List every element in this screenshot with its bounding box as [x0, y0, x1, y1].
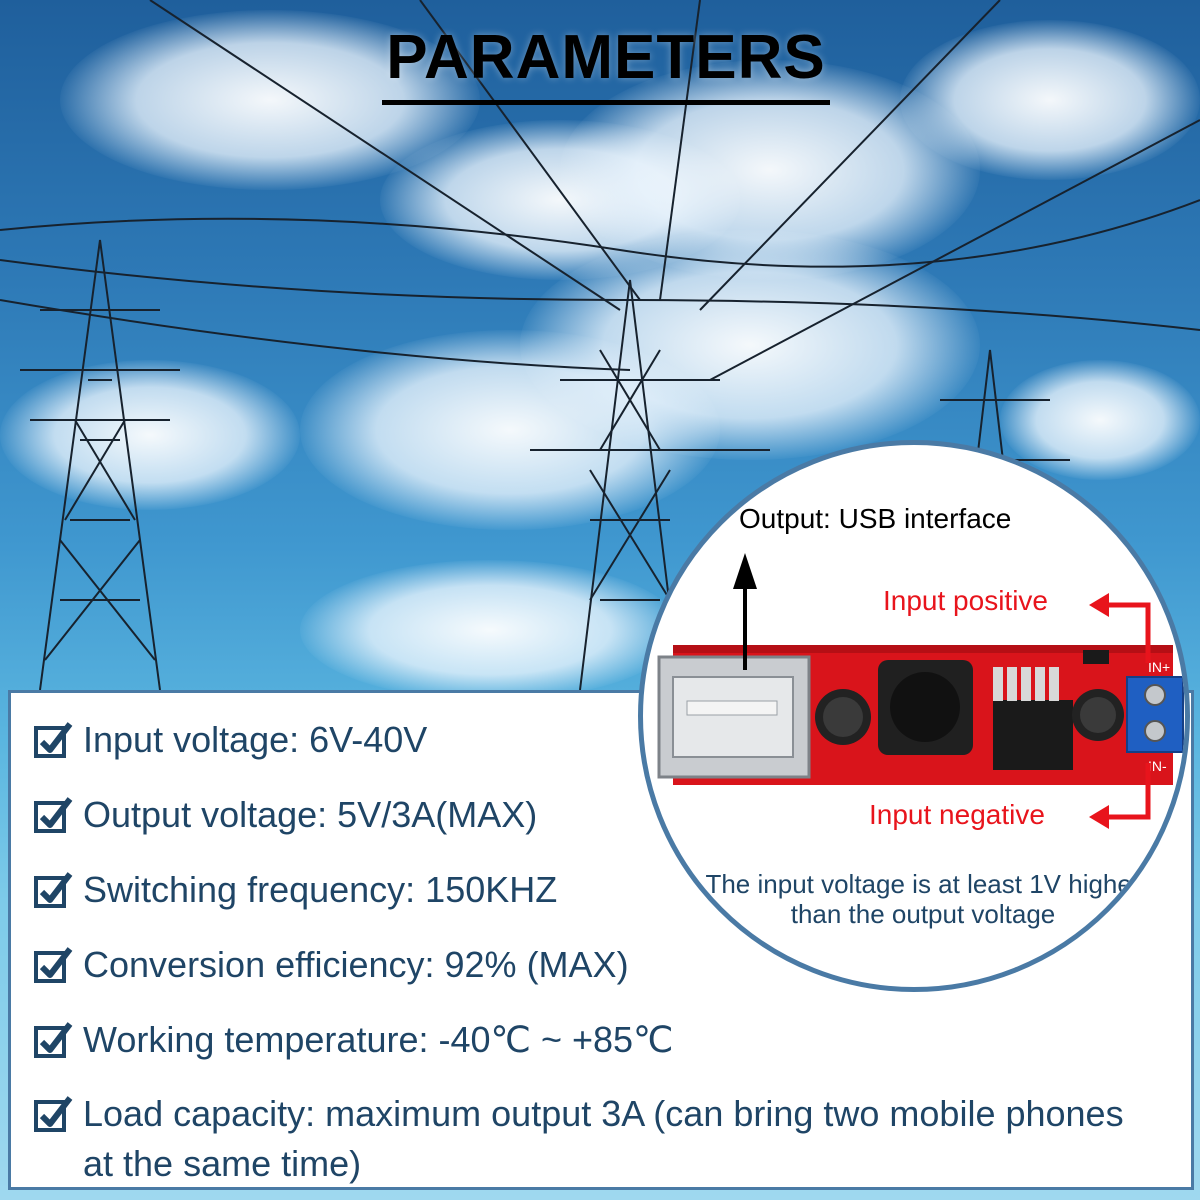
check-box-icon: [34, 797, 73, 833]
output-usb-label: Output: USB interface: [739, 503, 1012, 534]
param-item-output-voltage: Output voltage: 5V/3A(MAX): [33, 790, 537, 840]
module-diagram-circle: IN+ IN- Output: USB interface Input posi…: [638, 440, 1190, 992]
check-box-icon: [34, 722, 73, 758]
arrow-up-icon: [733, 553, 757, 670]
red-bracket-arrow-icon: [1105, 763, 1151, 820]
pin-plus-label: IN+: [1148, 659, 1170, 675]
power-pylons: [0, 0, 1200, 691]
param-text: Conversion efficiency: 92% (MAX): [83, 944, 629, 985]
check-box-icon: [34, 947, 73, 983]
param-text: Switching frequency: 150KHZ: [83, 869, 558, 910]
diode: [1083, 650, 1109, 664]
param-item-working-temperature: Working temperature: -40℃ ~ +85℃: [33, 1015, 673, 1065]
param-item-conversion-efficiency: Conversion efficiency: 92% (MAX): [33, 940, 629, 990]
check-box-icon: [34, 1096, 73, 1132]
param-item-switching-frequency: Switching frequency: 150KHZ: [33, 865, 557, 915]
buck-converter-board: IN+ IN-: [657, 553, 1184, 829]
input-negative-label: Input negative: [869, 799, 1045, 830]
check-box-icon: [34, 1022, 73, 1058]
param-text: Output voltage: 5V/3A(MAX): [83, 794, 538, 835]
param-text: Working temperature: -40℃ ~ +85℃: [83, 1019, 674, 1060]
title-wrap: PARAMETERS: [350, 18, 862, 110]
param-text: Load capacity: maximum output 3A (can br…: [83, 1093, 1124, 1184]
voltage-note: The input voltage is at least 1V higher …: [705, 869, 1141, 929]
pin-minus-label: IN-: [1148, 758, 1167, 774]
param-text: Input voltage: 6V-40V: [83, 719, 428, 760]
check-box-icon: [34, 872, 73, 908]
page-title: PARAMETERS: [382, 18, 830, 105]
input-positive-label: Input positive: [883, 585, 1048, 616]
param-item-load-capacity: Load capacity: maximum output 3A (can br…: [33, 1089, 1153, 1189]
red-bracket-arrow-icon: [1105, 602, 1151, 663]
param-item-input-voltage: Input voltage: 6V-40V: [33, 715, 427, 765]
regulator-ic: [993, 700, 1073, 770]
